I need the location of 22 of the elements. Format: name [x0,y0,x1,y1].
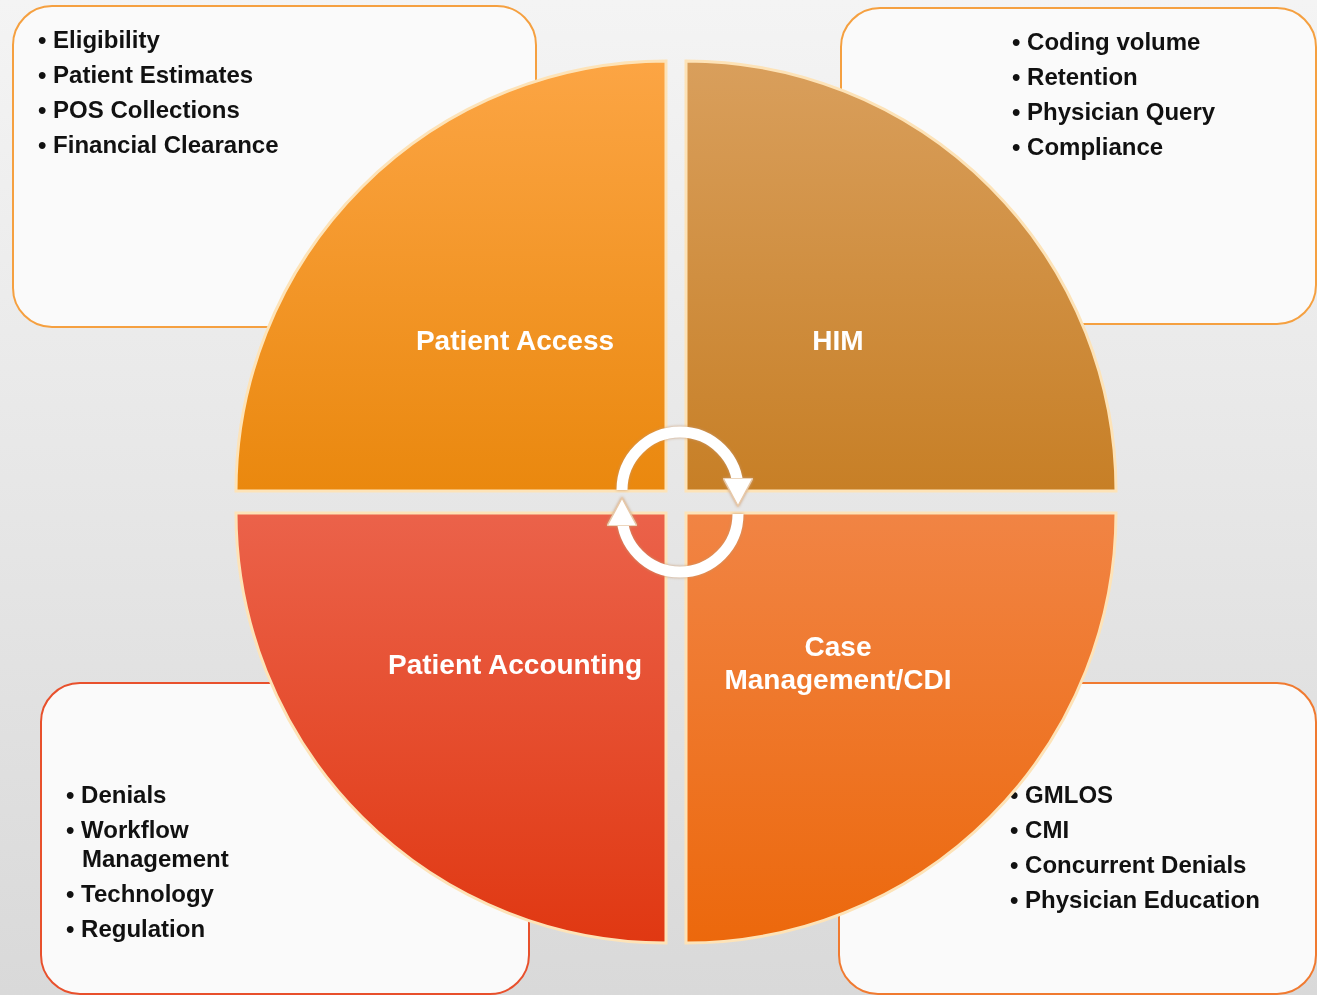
quadrant-label: Patient Access [414,323,616,357]
bullet-item: • CMI [1010,815,1071,844]
quadrant-label: Patient Accounting [386,647,644,681]
bullet-item: • Regulation [66,914,207,943]
quadrant-label: Case Management/CDI [723,630,953,696]
bullet-item: • Concurrent Denials [1010,850,1248,879]
bullet-item: • Workflow Management [66,815,230,873]
bullet-item: • POS Collections [38,95,241,124]
bullet-item: • Financial Clearance [38,130,280,159]
bullet-item: • Physician Query [1012,97,1217,126]
quadrant-wedge [236,513,666,943]
curved-arrow [607,497,744,578]
bullet-item: • Denials [66,780,168,809]
bullet-item: • Patient Estimates [38,60,255,89]
bullet-item: • Coding volume [1012,27,1202,56]
quadrant-label: HIM [811,323,865,357]
bullet-item: • Technology [66,879,215,908]
bullet-item: • Eligibility [38,25,161,54]
bullet-item: • Physician Education [1010,885,1261,914]
bullet-item: • Compliance [1012,132,1165,161]
curved-arrow [616,426,753,507]
bullet-item: • Retention [1012,62,1139,91]
